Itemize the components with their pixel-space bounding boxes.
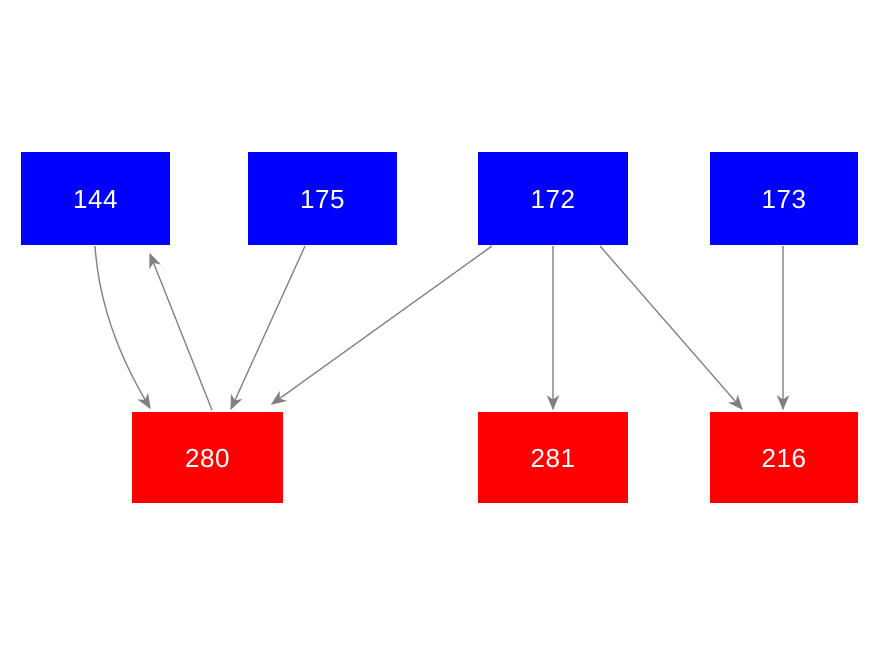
node-label-144: 144 xyxy=(73,183,118,214)
edge-280-to-144 xyxy=(149,252,213,411)
node-label-281: 281 xyxy=(530,442,576,473)
node-175[interactable]: 175 xyxy=(248,152,397,245)
node-label-175: 175 xyxy=(300,183,345,214)
node-281[interactable]: 281 xyxy=(478,412,628,503)
node-144[interactable]: 144 xyxy=(21,152,170,245)
node-216[interactable]: 216 xyxy=(710,412,858,503)
edge-144-to-280 xyxy=(94,245,151,410)
node-label-173: 173 xyxy=(761,183,807,214)
node-label-172: 172 xyxy=(530,183,576,214)
node-label-280: 280 xyxy=(185,442,230,473)
node-173[interactable]: 173 xyxy=(710,152,858,245)
node-label-216: 216 xyxy=(761,442,807,473)
node-172[interactable]: 172 xyxy=(478,152,628,245)
node-280[interactable]: 280 xyxy=(132,412,283,503)
edge-172-to-216 xyxy=(599,245,743,411)
edge-group xyxy=(94,245,790,411)
edge-172-to-280 xyxy=(270,245,493,405)
edge-175-to-280 xyxy=(230,245,306,411)
